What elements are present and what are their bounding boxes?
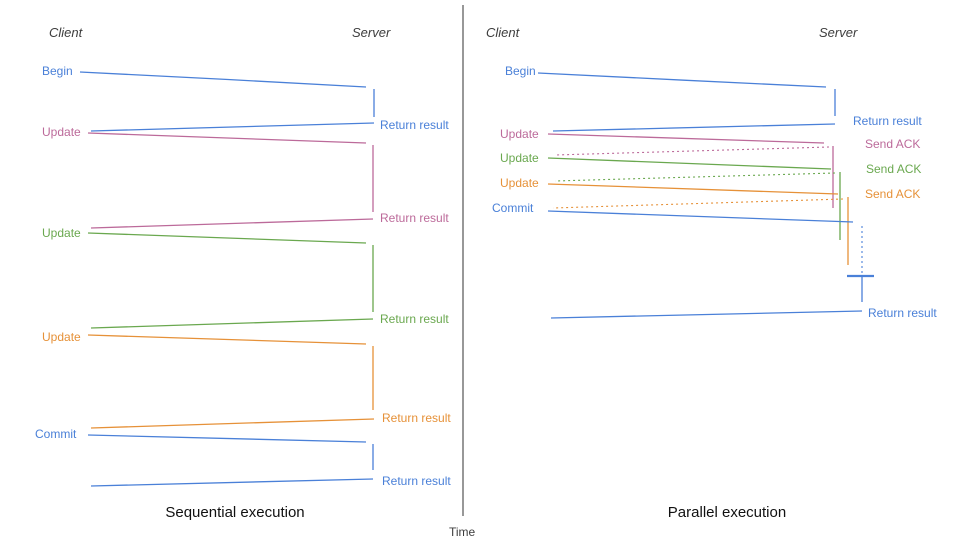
seq-caption: Sequential execution <box>165 504 305 521</box>
par-begin-arrows <box>537 72 836 132</box>
par-sendack3-label: Send ACK <box>865 187 921 201</box>
seq-commit-label: Commit <box>35 427 77 441</box>
par-update2-arrows <box>547 157 841 240</box>
par-update1-label: Update <box>500 127 539 141</box>
seq-update2-arrows <box>87 232 374 329</box>
seq-update2-label: Update <box>42 226 81 240</box>
seq-update1-arrows <box>87 132 374 229</box>
seq-begin-arrows <box>79 71 375 132</box>
seq-update3-arrows <box>87 334 375 429</box>
seq-return1-label: Return result <box>380 118 449 132</box>
time-axis-label: Time <box>449 525 476 539</box>
seq-update1-label: Update <box>42 125 81 139</box>
par-update3-label: Update <box>500 176 539 190</box>
par-update3-arrows <box>547 183 849 265</box>
seq-commit-arrows <box>87 434 374 487</box>
par-server-label: Server <box>819 25 858 40</box>
seq-return2-label: Return result <box>380 211 449 225</box>
seq-return4-label: Return result <box>382 411 451 425</box>
par-sendack2-label: Send ACK <box>866 162 922 176</box>
par-begin-label: Begin <box>505 64 536 78</box>
par-update1-arrows <box>547 133 834 208</box>
par-sendack1-label: Send ACK <box>865 137 921 151</box>
par-return2-label: Return result <box>868 306 937 320</box>
seq-server-label: Server <box>352 25 391 40</box>
par-commit-label: Commit <box>492 201 534 215</box>
seq-begin-label: Begin <box>42 64 73 78</box>
seq-client-label: Client <box>49 25 83 40</box>
par-return1-label: Return result <box>853 114 922 128</box>
par-client-label: Client <box>486 25 520 40</box>
par-update2-label: Update <box>500 151 539 165</box>
par-caption: Parallel execution <box>667 504 787 521</box>
seq-return5-label: Return result <box>382 474 451 488</box>
seq-update3-label: Update <box>42 330 81 344</box>
par-commit-arrows <box>547 210 874 319</box>
seq-return3-label: Return result <box>380 312 449 326</box>
